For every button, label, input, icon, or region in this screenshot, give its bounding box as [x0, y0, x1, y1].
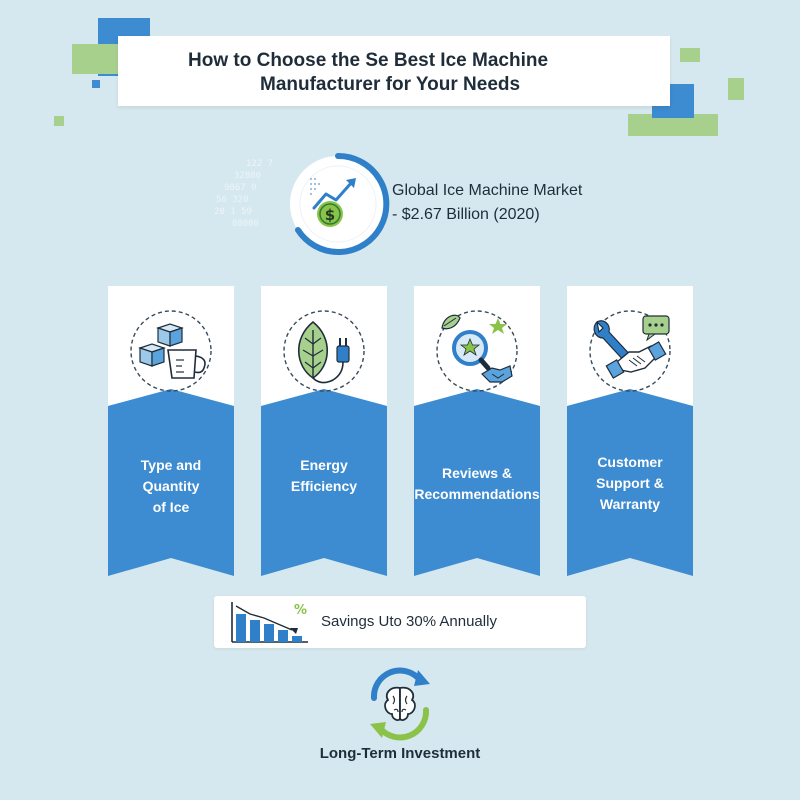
- wrench-handshake-chat-icon: [589, 310, 671, 392]
- svg-text:%: %: [294, 603, 307, 618]
- factor-label: Customer Support & Warranty: [567, 452, 693, 515]
- market-stat-line-1: Global Ice Machine Market: [392, 182, 583, 199]
- page-title-line-1: How to Choose the Se Best Ice Machine: [188, 50, 549, 71]
- factor-banner-energy: Energy Efficiency: [261, 286, 387, 576]
- factor-label-line: Efficiency: [290, 478, 358, 494]
- market-stat: Global Ice Machine Market - $2.67 Billio…: [392, 179, 632, 227]
- factor-label-line: Customer: [597, 454, 663, 470]
- brain-cycle-icon: [370, 667, 430, 741]
- market-growth-dollar-icon: $: [290, 152, 390, 255]
- deco-block-right-green2: [728, 78, 744, 100]
- ice-cubes-measuring-cup-icon: [130, 310, 212, 392]
- factor-label-line: Reviews &: [441, 465, 513, 481]
- factor-label-line: Energy: [300, 457, 348, 473]
- investment-label: Long-Term Investment: [319, 745, 481, 762]
- svg-text:$: $: [325, 206, 335, 224]
- deco-block-small-blue: [92, 80, 100, 88]
- magnifier-star-handshake-icon: [436, 310, 518, 392]
- faint-number-texture: 122 7 32880 9867 0 56 320 20 1 59 08000: [214, 159, 273, 229]
- svg-text:56 320: 56 320: [216, 195, 249, 205]
- svg-text:9867 0: 9867 0: [224, 183, 257, 193]
- svg-text:08000: 08000: [232, 219, 259, 229]
- factor-label-line: Support &: [596, 475, 664, 491]
- leaf-plug-icon: [283, 310, 365, 392]
- title-card: How to Choose the Se Best Ice Machine Ma…: [118, 36, 670, 106]
- declining-bar-chart-percent-icon: %: [231, 602, 308, 643]
- page-title-line-2: Manufacturer for Your Needs: [260, 74, 521, 95]
- factor-label-line: Warranty: [599, 496, 661, 512]
- deco-block-small-green: [54, 116, 64, 126]
- savings-label: Savings Uto 30% Annually: [321, 613, 497, 630]
- factor-label-line: of Ice: [152, 499, 190, 515]
- market-stat-line-2: - $2.67 Billion (2020): [392, 206, 540, 223]
- factor-label: Energy Efficiency: [261, 455, 387, 497]
- svg-text:20 1 59: 20 1 59: [214, 207, 252, 217]
- factor-label: Type and Quantity of Ice: [108, 455, 234, 518]
- svg-text:32880: 32880: [234, 171, 261, 181]
- factor-label-line: Recommendations: [414, 486, 540, 502]
- svg-text:122 7: 122 7: [246, 159, 273, 169]
- factor-label: Reviews & Recommendations: [414, 463, 540, 505]
- factor-banner-ice-type: Type and Quantity of Ice: [108, 286, 234, 576]
- factor-label-line: Quantity: [142, 478, 200, 494]
- deco-block-right-green-bar: [628, 114, 718, 136]
- factor-banner-support: Customer Support & Warranty: [567, 286, 693, 576]
- factor-label-line: Type and: [140, 457, 202, 473]
- factor-banner-reviews: Reviews & Recommendations: [414, 286, 540, 576]
- savings-card: % Savings Uto 30% Annually: [214, 596, 586, 648]
- deco-block-right-green: [680, 48, 700, 62]
